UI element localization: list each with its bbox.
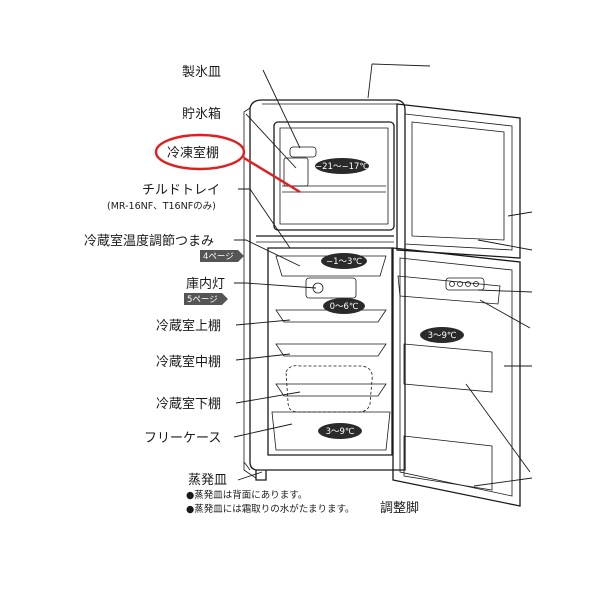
- label-temp-knob: 冷蔵室温度調節つまみ: [84, 233, 214, 249]
- label-adjust-leg: 調整脚: [380, 500, 419, 516]
- label-evap-tray: 蒸発皿: [188, 473, 227, 488]
- freezer-shelf-highlight: [154, 133, 301, 194]
- svg-text:0〜6℃: 0〜6℃: [330, 302, 359, 312]
- page-ref-badge-4: 4ページ: [200, 250, 244, 262]
- temp-bubble-chilled: −1〜3℃: [321, 253, 367, 269]
- label-ice-tray: 製氷皿: [182, 65, 221, 80]
- label-lower-shelf: 冷蔵室下棚: [156, 396, 221, 412]
- page-ref-badge-5: 5ページ: [184, 293, 228, 305]
- right-leaders: [465, 211, 533, 487]
- temp-bubble-upper: 0〜6℃: [323, 298, 365, 314]
- label-chilled-tray: チルドトレイ: [142, 183, 220, 198]
- temp-bubble-door: 3〜9℃: [420, 327, 464, 343]
- temp-bubbles: −21〜−17℃ −1〜3℃ 0〜6℃ 3〜9℃ 3〜9℃: [315, 158, 464, 439]
- svg-text:4ページ: 4ページ: [203, 252, 234, 262]
- svg-text:−1〜3℃: −1〜3℃: [326, 257, 362, 267]
- freezer-door: [396, 103, 521, 259]
- note-2: ●蒸発皿には霜取りの水がたまります。: [186, 503, 355, 515]
- label-middle-shelf: 冷蔵室中棚: [156, 354, 221, 370]
- label-chilled-tray-note: (MR-16NF、T16NFのみ): [107, 201, 216, 212]
- svg-text:3〜9℃: 3〜9℃: [326, 427, 355, 437]
- note-1: ●蒸発皿は背面にあります。: [186, 489, 307, 501]
- page-ref-badges: 4ページ 5ページ: [184, 250, 244, 305]
- svg-text:5ページ: 5ページ: [187, 295, 218, 305]
- temp-bubble-bottom: 3〜9℃: [318, 423, 362, 439]
- labels: 製氷皿 貯氷箱 冷凍室棚 チルドトレイ (MR-16NF、T16NFのみ) 冷蔵…: [84, 65, 419, 516]
- label-ice-box: 貯氷箱: [182, 106, 221, 122]
- label-freezer-shelf: 冷凍室棚: [167, 145, 219, 161]
- fridge-door: [392, 247, 521, 507]
- label-upper-shelf: 冷蔵室上棚: [156, 318, 221, 334]
- left-leaders: [233, 63, 431, 481]
- svg-text:3〜9℃: 3〜9℃: [428, 331, 457, 341]
- label-interior-light: 庫内灯: [186, 276, 225, 292]
- refrigerator-body: [243, 99, 406, 481]
- temp-bubble-freezer: −21〜−17℃: [315, 158, 369, 174]
- svg-text:−21〜−17℃: −21〜−17℃: [315, 162, 369, 172]
- label-free-case: フリーケース: [144, 431, 221, 446]
